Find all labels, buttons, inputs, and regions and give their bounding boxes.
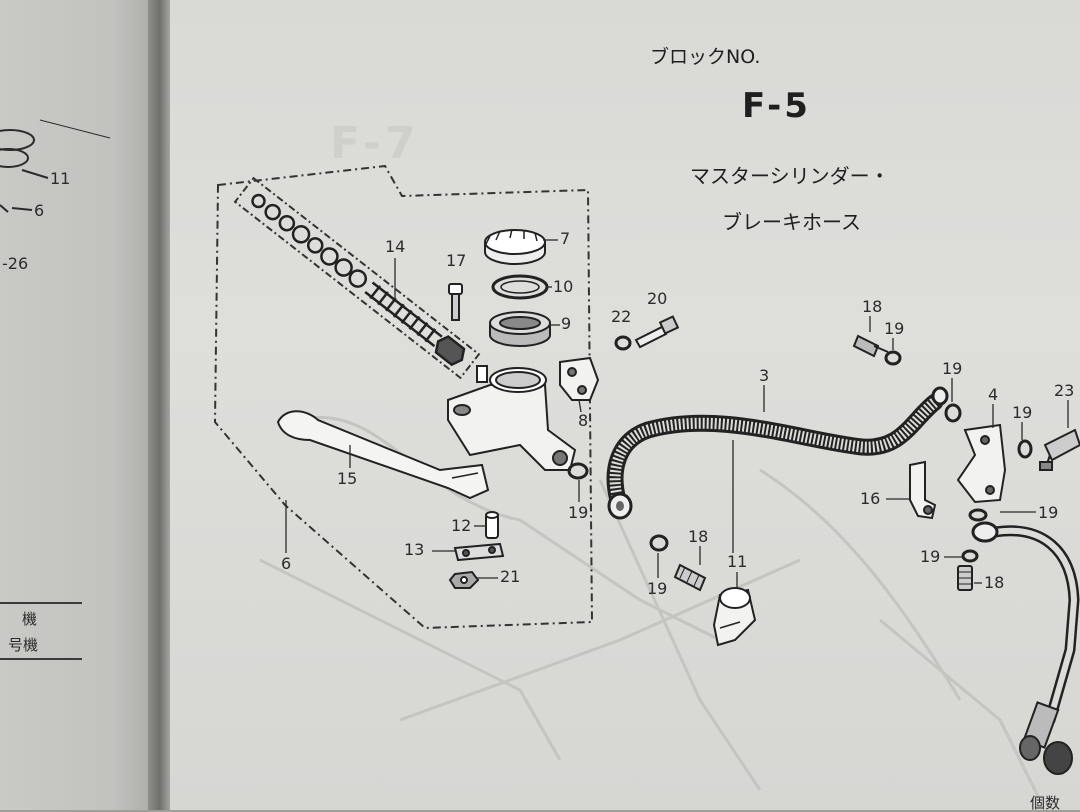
pin-12: [485, 511, 499, 539]
washer-19: [884, 350, 902, 366]
plate-13: [453, 542, 505, 562]
fitting-11: [712, 587, 757, 647]
callout-11: 11: [727, 552, 748, 571]
title-line-1: マスターシリンダー・: [690, 164, 890, 188]
washer-19: [567, 462, 589, 480]
callout-18: 18: [862, 297, 883, 316]
callout-10: 10: [553, 277, 574, 296]
callout-23: 23: [1054, 381, 1075, 400]
table-rule: [0, 658, 82, 660]
group-boundary: [213, 164, 594, 630]
callout-19: 19: [942, 359, 963, 378]
bolt-18: [957, 565, 973, 591]
leader-line: [21, 169, 49, 179]
block-number: F-5: [742, 86, 811, 126]
callout-9: 9: [561, 314, 572, 333]
left-part-bolt: [0, 204, 9, 213]
washer-22: [614, 335, 632, 351]
switch-23: [1039, 428, 1080, 471]
callout-14: 14: [385, 237, 406, 256]
piston-kit-14: [233, 176, 481, 380]
callout-19: 19: [568, 503, 589, 522]
ring-10: [491, 274, 549, 300]
callout-19: 19: [884, 319, 905, 338]
callout-7: 7: [560, 229, 571, 248]
footer-partial-text: 個数: [1030, 794, 1061, 812]
callout-3: 3: [759, 366, 770, 385]
callout-8: 8: [578, 411, 589, 430]
lever-15: [276, 410, 490, 500]
leader-lines: [285, 239, 1069, 588]
left-callout: -26: [2, 254, 29, 273]
bracket-16: [909, 460, 937, 520]
brake-hose-lower: [971, 521, 1080, 775]
callout-20: 20: [647, 289, 668, 308]
left-part-ring: [0, 129, 35, 151]
callout-18: 18: [984, 573, 1005, 592]
bleed-through-text: F-7: [330, 118, 420, 169]
callout-21: 21: [500, 567, 521, 586]
washer-19: [649, 534, 669, 552]
washer-19: [944, 403, 962, 423]
washer-19: [1017, 439, 1033, 459]
title-line-2: ブレーキホース: [722, 210, 861, 234]
callout-22: 22: [611, 307, 632, 326]
callout-19: 19: [1012, 403, 1033, 422]
callout-16: 16: [860, 489, 881, 508]
left-page-parts: [0, 119, 111, 213]
callout-15: 15: [337, 469, 358, 488]
callout-12: 12: [451, 516, 472, 535]
left-page-line: [39, 119, 111, 139]
reservoir-cap-7: [484, 228, 546, 265]
table-rule: [0, 602, 82, 604]
banjo-bolt-18: [852, 334, 889, 358]
table-cell: 機: [22, 610, 38, 628]
block-label: ブロックNO.: [650, 46, 761, 68]
diaphragm-9: [489, 311, 551, 347]
left-callout: 11: [50, 169, 71, 188]
washer-19: [961, 549, 979, 563]
callout-17: 17: [446, 251, 467, 270]
callout-6: 6: [281, 554, 292, 573]
joint-4: [956, 423, 1007, 504]
washer-19: [968, 508, 988, 522]
bolt-20: [634, 315, 680, 349]
brake-hose-3: [606, 386, 949, 520]
table-cell: 号機: [8, 636, 39, 654]
callout-19: 19: [920, 547, 941, 566]
master-cylinder-body: [447, 365, 577, 471]
callout-18: 18: [688, 527, 709, 546]
left-page: [0, 0, 160, 810]
callout-19: 19: [1038, 503, 1059, 522]
left-callout: 6: [34, 201, 45, 220]
callout-13: 13: [404, 540, 425, 559]
nut-21: [448, 570, 480, 589]
book-binding: [148, 0, 174, 810]
bolt-18: [673, 563, 707, 592]
left-part-ring: [0, 148, 29, 168]
leader-line: [11, 207, 33, 211]
bolt-17: [448, 283, 463, 321]
bracket-8: [559, 356, 600, 401]
callout-4: 4: [988, 385, 999, 404]
callout-19: 19: [647, 579, 668, 598]
